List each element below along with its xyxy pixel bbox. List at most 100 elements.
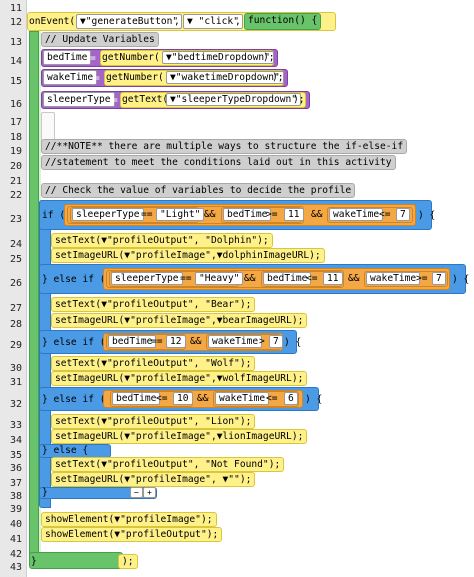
op-and: && (311, 209, 323, 220)
line-number: 12 (9, 17, 22, 28)
line-number: 15 (9, 76, 22, 87)
line-number: 21 (9, 176, 22, 187)
add-else-button[interactable]: + (143, 487, 156, 498)
line-number: 20 (9, 161, 22, 172)
sleepertype-equals: = (112, 95, 118, 106)
number-10[interactable]: 10 (173, 392, 193, 405)
line-number: 26 (9, 278, 22, 289)
setimageurl-dolphin[interactable]: setImageURL(▼"profileImage",▼dolphinImag… (51, 248, 325, 263)
line-number: 30 (9, 363, 22, 374)
bedtime-dropdown-arg[interactable]: ▼"bedtimeDropdown" (162, 51, 274, 64)
setimageurl-bear[interactable]: setImageURL(▼"profileImage",▼bearImageUR… (51, 313, 308, 328)
number-6[interactable]: 6 (284, 392, 298, 405)
string-heavy[interactable]: "Heavy" (195, 272, 244, 285)
line-number: 33 (9, 420, 22, 431)
showelement-profile-output[interactable]: showElement(▼"profileOutput"); (41, 527, 223, 542)
sleepertype-var[interactable]: sleeperType (111, 272, 183, 285)
if-keyword: if ( (42, 210, 66, 221)
comment-note-line-2[interactable]: //statement to meet the conditions laid … (41, 155, 396, 170)
waketime-dropdown-arg[interactable]: ▼"waketimeDropdown" (166, 71, 284, 84)
number-11[interactable]: 11 (284, 208, 304, 221)
settext-wolf[interactable]: setText(▼"profileOutput", "Wolf"); (51, 356, 256, 371)
bedtime-var[interactable]: bedTime (108, 335, 157, 348)
line-number: 40 (9, 519, 22, 530)
line-number: 34 (9, 435, 22, 446)
showelement-profile-image[interactable]: showElement(▼"profileImage"); (41, 512, 217, 527)
if-close-brace: } (42, 487, 48, 498)
waketime-variable[interactable]: wakeTime (43, 70, 98, 85)
line-number: 36 (9, 463, 22, 474)
line-number: 43 (9, 562, 22, 573)
bedtime-var[interactable]: bedTime (263, 272, 312, 285)
number-7[interactable]: 7 (396, 208, 410, 221)
line-number: 29 (9, 340, 22, 351)
function-body-bottom (29, 552, 123, 569)
onevent-event-dropdown[interactable]: ▼ "click" (183, 14, 243, 29)
line-number: 11 (9, 3, 22, 14)
settext-dolphin[interactable]: setText(▼"profileOutput", "Dolphin"); (51, 233, 273, 248)
waketime-var[interactable]: wakeTime (366, 272, 421, 285)
if-header-end: ) { (418, 210, 436, 221)
if-else-block-bar[interactable] (39, 200, 51, 508)
setimageurl-wolf[interactable]: setImageURL(▼"profileImage",▼wolfImageUR… (51, 371, 308, 386)
sleepertype-var[interactable]: sleeperType (72, 208, 144, 221)
op-and: && (204, 209, 216, 220)
setimageurl-empty[interactable]: setImageURL(▼"profileImage", ▼""); (51, 472, 256, 487)
bedtime-variable[interactable]: bedTime (43, 50, 92, 65)
op-equals: == (151, 336, 163, 347)
else-if-end: ) { (452, 274, 470, 285)
op-and: && (244, 273, 256, 284)
number-12[interactable]: 12 (166, 335, 186, 348)
remove-else-button[interactable]: − (130, 487, 143, 498)
sleepertype-dropdown-arg[interactable]: ▼"sleeperTypeDropdown" (166, 93, 302, 106)
settext-bear[interactable]: setText(▼"profileOutput", "Bear"); (51, 297, 256, 312)
function-body-bar (29, 31, 39, 555)
settext-not-found[interactable]: setText(▼"profileOutput", "Not Found"); (51, 457, 285, 472)
onevent-comma-1: , (174, 16, 180, 27)
line-number: 31 (9, 377, 22, 388)
else-if-end: ) { (284, 337, 302, 348)
line-number: 27 (9, 303, 22, 314)
number-11[interactable]: 11 (323, 272, 343, 285)
onevent-target-dropdown[interactable]: ▼"generateButton" (76, 14, 183, 29)
else-if-end: ) { (305, 394, 323, 405)
sleepertype-variable[interactable]: sleeperType (43, 92, 115, 107)
bedtime-equals: = (90, 53, 96, 64)
bedtime-var[interactable]: bedTime (112, 392, 161, 405)
op-gte: >= (416, 273, 428, 284)
else-if-keyword: } else if ( (42, 274, 106, 285)
line-number: 35 (9, 450, 22, 461)
if-else-footer[interactable] (39, 487, 157, 499)
onevent-comma-2: , (235, 16, 241, 27)
line-number: 24 (9, 239, 22, 250)
line-number: 19 (9, 146, 22, 157)
empty-slot-line-17 (41, 112, 55, 142)
op-equals: == (141, 209, 153, 220)
comment-note-line-1[interactable]: //**NOTE** there are multiple ways to st… (41, 139, 408, 154)
number-7[interactable]: 7 (269, 335, 283, 348)
op-lte: <= (379, 209, 391, 220)
number-7[interactable]: 7 (432, 272, 446, 285)
line-number: 13 (9, 37, 22, 48)
line-number: 39 (9, 504, 22, 515)
string-light[interactable]: "Light" (156, 208, 205, 221)
comment-check-values[interactable]: // Check the value of variables to decid… (41, 183, 356, 198)
op-lte: <= (156, 393, 168, 404)
getnumber-label: getNumber( (106, 72, 164, 83)
op-gt: > (259, 336, 265, 347)
line-number: 22 (9, 190, 22, 201)
line-number: 32 (9, 399, 22, 410)
else-if-keyword: } else if ( (42, 337, 106, 348)
waketime-var[interactable]: wakeTime (208, 335, 263, 348)
waketime-var[interactable]: wakeTime (215, 392, 270, 405)
function-block[interactable]: function() { (244, 13, 322, 30)
comment-update-variables[interactable]: // Update Variables (41, 32, 159, 47)
settext-lion[interactable]: setText(▼"profileOutput", "Lion"); (51, 414, 256, 429)
setimageurl-lion[interactable]: setImageURL(▼"profileImage",▼lionImageUR… (51, 429, 308, 444)
line-number: 25 (9, 254, 22, 265)
onevent-close: ); (118, 554, 138, 569)
op-lte: <= (306, 273, 318, 284)
waketime-var[interactable]: wakeTime (329, 208, 384, 221)
line-number-gutter (0, 0, 27, 577)
bedtime-var[interactable]: bedTime (223, 208, 272, 221)
